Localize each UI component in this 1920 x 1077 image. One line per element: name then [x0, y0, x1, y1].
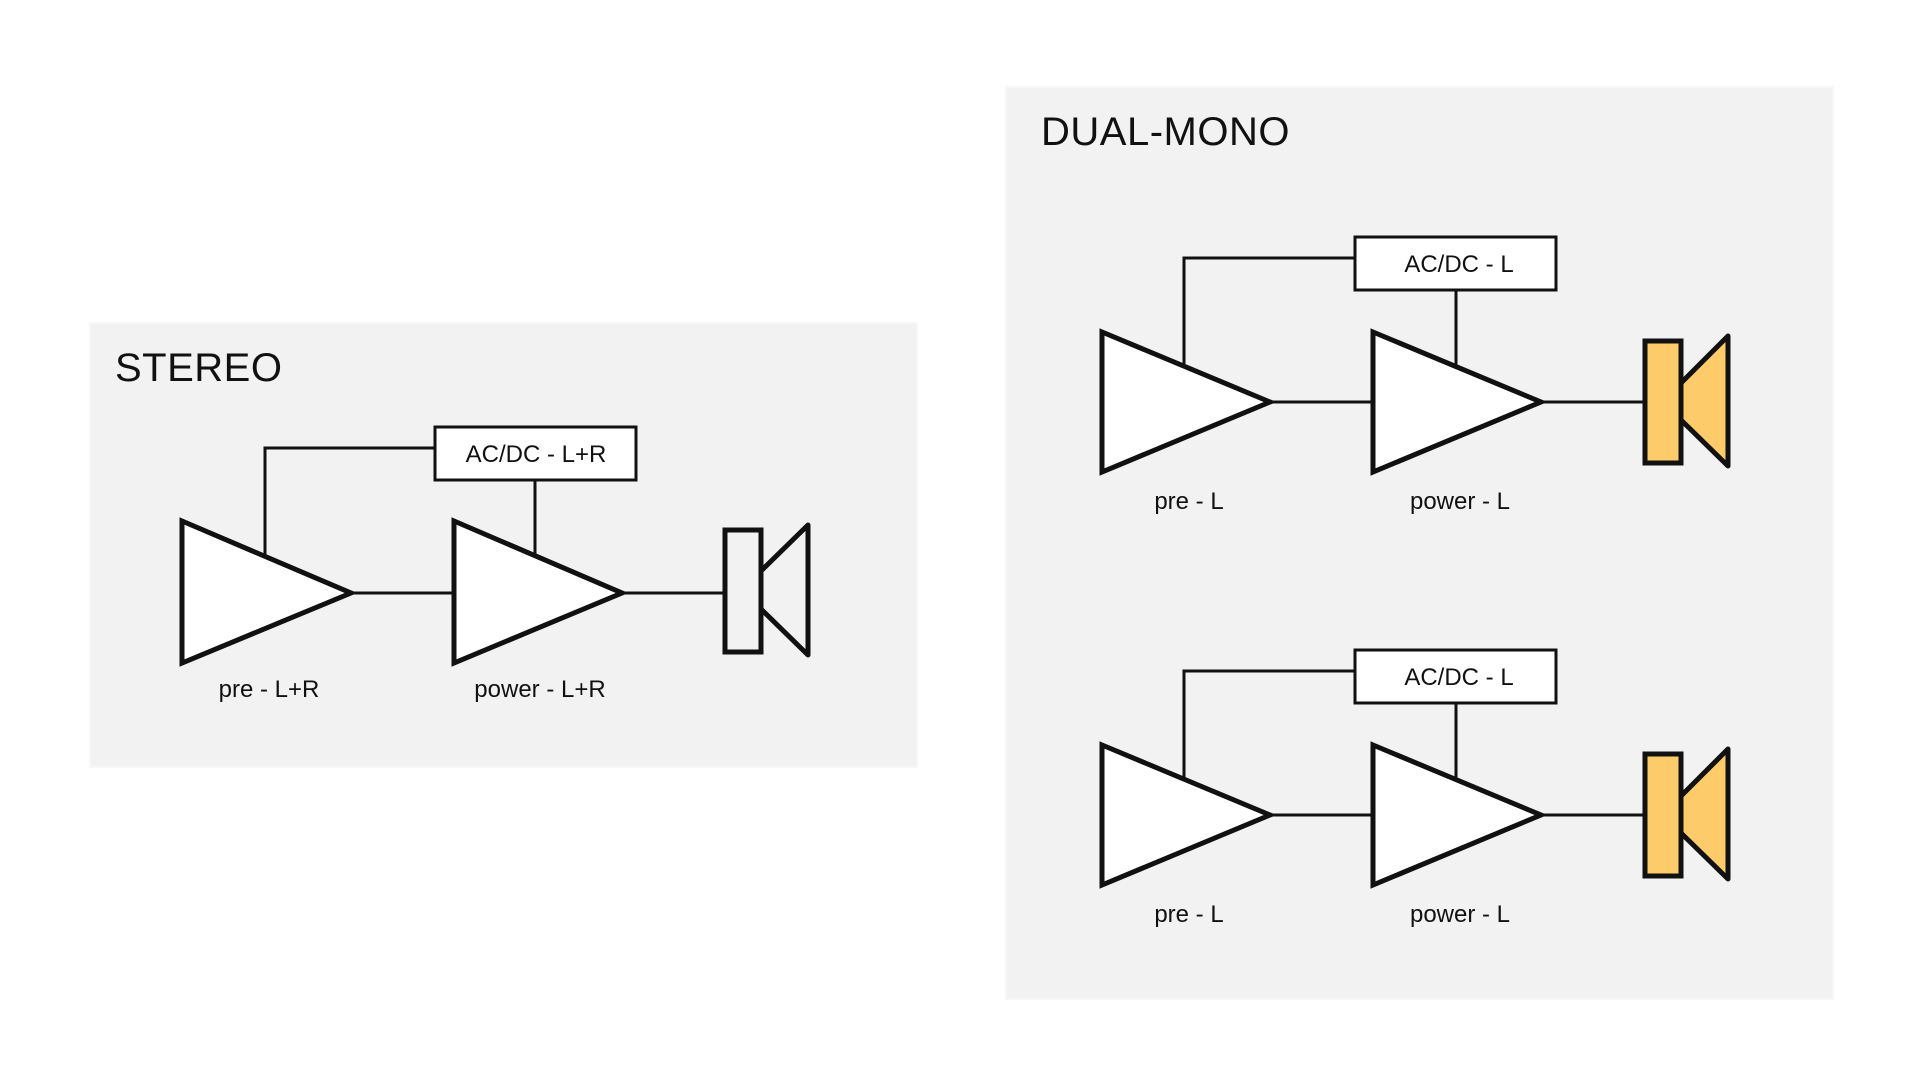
chain1-power-label: power - L: [1410, 488, 1510, 515]
chain2-pre-label: pre - L: [1154, 901, 1223, 928]
chain1-psu-box: [1353, 235, 1558, 292]
stereo-speaker-magnet: [722, 527, 764, 655]
chain2-psu-to-pre-wire: [1182, 669, 1355, 779]
dual-mono-chain-1: AC/DC - L pre - L power - L: [1099, 235, 1731, 515]
chain1-power-amp-icon: [1370, 328, 1548, 476]
stereo-pre-amp-icon: [179, 517, 358, 667]
stereo-psu-label: AC/DC - L+R: [466, 441, 607, 468]
chain1-pre-label: pre - L: [1154, 488, 1223, 515]
chain2-psu-label: AC/DC - L: [1404, 664, 1513, 691]
chain2-power-amp-icon: [1370, 741, 1548, 889]
stereo-chain: AC/DC - L+R pre - L+R power - L+R: [179, 425, 811, 703]
chain1-speaker-magnet: [1642, 338, 1684, 466]
chain1-psu-label: AC/DC - L: [1404, 251, 1513, 278]
stereo-pre-label: pre - L+R: [219, 676, 320, 703]
stereo-speaker-icon: [722, 522, 811, 658]
chain1-pre-amp-icon: [1099, 328, 1277, 476]
chain2-speaker-cone: [1678, 746, 1731, 882]
chain2-power-label: power - L: [1410, 901, 1510, 928]
stereo-power-amp-icon: [451, 517, 629, 667]
chain2-speaker-magnet: [1642, 751, 1684, 879]
chain1-psu-to-pre-wire: [1182, 256, 1355, 366]
stereo-power-label: power - L+R: [474, 676, 605, 703]
chain1-speaker-cone: [1678, 333, 1731, 469]
chain2-psu-box: [1353, 648, 1558, 705]
stereo-title: STEREO: [115, 346, 283, 390]
chain2-pre-amp-icon: [1099, 741, 1277, 889]
chain2-speaker-icon: [1642, 746, 1731, 882]
chain1-speaker-icon: [1642, 333, 1731, 469]
dual-mono-title: DUAL-MONO: [1041, 110, 1290, 154]
stereo-speaker-cone: [758, 522, 811, 658]
dual-mono-chain-2: AC/DC - L pre - L power - L: [1099, 648, 1731, 928]
stereo-psu-to-pre-wire: [263, 446, 435, 556]
stereo-psu-box: [433, 425, 638, 482]
